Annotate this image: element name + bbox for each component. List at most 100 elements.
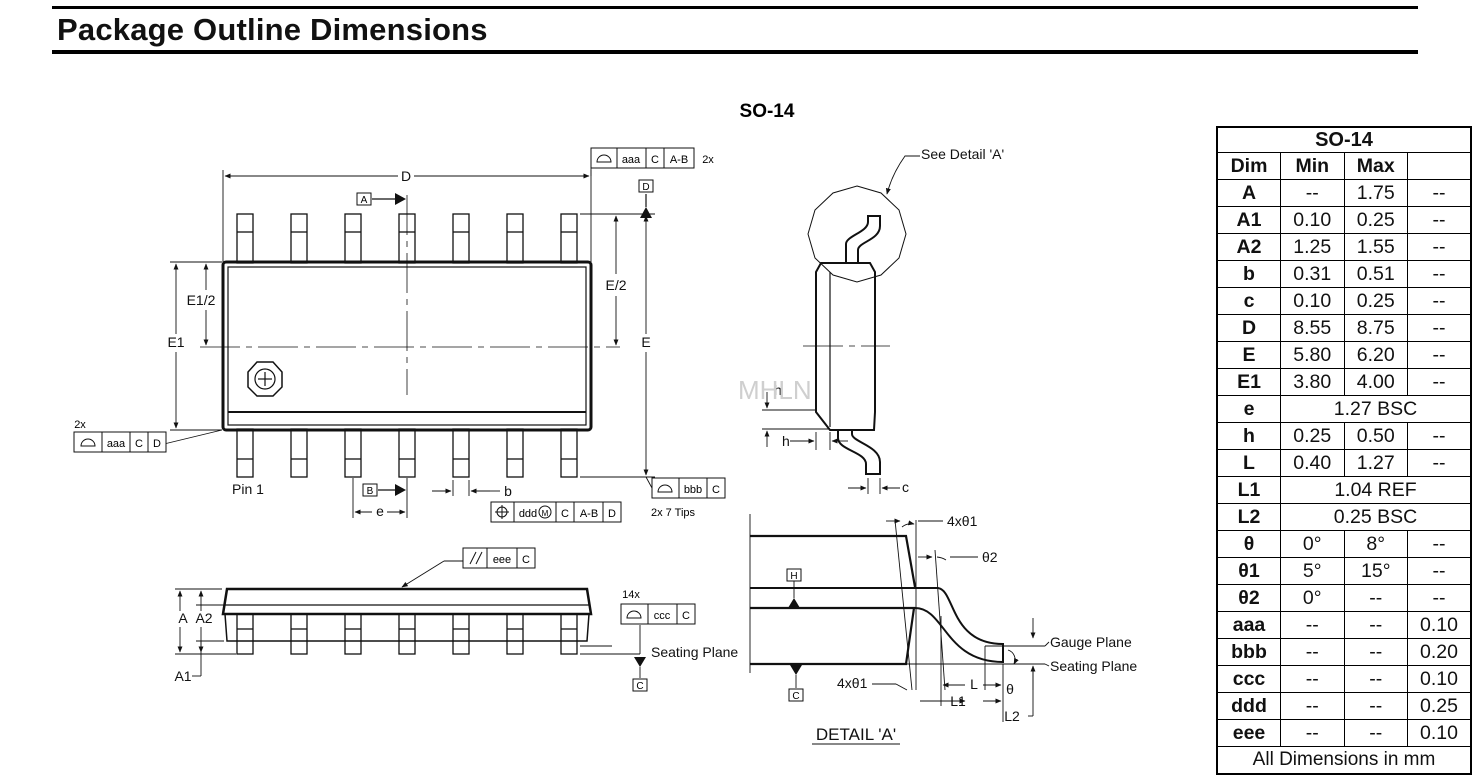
min-cell: 1.25 [1280, 233, 1345, 261]
svg-text:C: C [522, 554, 530, 566]
min-cell: 3.80 [1280, 368, 1345, 396]
svg-text:Gauge Plane: Gauge Plane [1050, 634, 1132, 650]
min-cell: 5.80 [1280, 341, 1345, 369]
svg-text:A-B: A-B [670, 154, 688, 166]
dim-cell: b [1216, 260, 1281, 288]
svg-text:Seating Plane: Seating Plane [1050, 658, 1137, 674]
extra-cell: 0.20 [1407, 638, 1472, 666]
svg-text:C: C [135, 438, 143, 450]
max-cell: -- [1343, 638, 1408, 666]
min-cell: -- [1280, 638, 1345, 666]
svg-text:L: L [970, 676, 978, 692]
dim-cell: θ [1216, 530, 1281, 558]
fcf-top-right [590, 147, 695, 169]
svg-text:E: E [641, 334, 650, 350]
svg-text:θ2: θ2 [982, 549, 998, 565]
span-value-cell: 1.27 BSC [1280, 395, 1472, 423]
dim-cell: L [1216, 449, 1281, 477]
max-cell: -- [1343, 584, 1408, 612]
svg-text:E/2: E/2 [605, 277, 626, 293]
extra-cell: -- [1407, 287, 1472, 315]
package-name: SO-14 [740, 101, 795, 122]
dim-cell: A [1216, 179, 1281, 207]
svg-text:D: D [642, 182, 649, 193]
min-cell: -- [1280, 719, 1345, 747]
top-view [163, 167, 655, 518]
max-cell: 0.25 [1343, 287, 1408, 315]
extra-cell: -- [1407, 260, 1472, 288]
svg-text:C: C [712, 484, 720, 496]
extra-cell: 0.10 [1407, 665, 1472, 693]
max-cell: 1.55 [1343, 233, 1408, 261]
extra-cell: -- [1407, 314, 1472, 342]
extra-cell: 0.25 [1407, 692, 1472, 720]
table-row: bbb----0.20 [1216, 638, 1472, 666]
min-cell: 0.25 [1280, 422, 1345, 450]
dim-cell: L2 [1216, 503, 1281, 531]
extra-cell: -- [1407, 206, 1472, 234]
svg-text:2x: 2x [74, 419, 86, 431]
max-cell: 8° [1343, 530, 1408, 558]
span-value-cell: 1.04 REF [1280, 476, 1472, 504]
max-cell: 6.20 [1343, 341, 1408, 369]
svg-text:C: C [792, 691, 799, 702]
svg-text:D: D [153, 438, 161, 450]
min-cell: 8.55 [1280, 314, 1345, 342]
max-cell: 0.25 [1343, 206, 1408, 234]
fcf-parallel [462, 547, 536, 569]
table-row: eee----0.10 [1216, 719, 1472, 747]
header-extra [1407, 152, 1472, 180]
max-cell: 1.75 [1343, 179, 1408, 207]
dim-cell: ddd [1216, 692, 1281, 720]
table-row: ddd----0.25 [1216, 692, 1472, 720]
svg-text:D: D [608, 508, 616, 520]
max-cell: 4.00 [1343, 368, 1408, 396]
page-title: Package Outline Dimensions [57, 12, 488, 47]
table-row: aaa----0.10 [1216, 611, 1472, 639]
svg-text:2x: 2x [702, 154, 714, 166]
header-rule-top [52, 6, 1418, 9]
max-cell: 8.75 [1343, 314, 1408, 342]
svg-text:e: e [376, 503, 384, 519]
svg-text:14x: 14x [622, 589, 640, 601]
min-cell: 0.10 [1280, 287, 1345, 315]
svg-text:A: A [178, 610, 188, 626]
svg-text:L2: L2 [1004, 708, 1020, 724]
min-cell: 0.40 [1280, 449, 1345, 477]
max-cell: -- [1343, 665, 1408, 693]
svg-text:A: A [361, 195, 368, 206]
svg-text:b: b [504, 483, 512, 499]
header-max: Max [1343, 152, 1408, 180]
svg-text:C: C [682, 610, 690, 622]
end-view [762, 155, 920, 494]
extra-cell: -- [1407, 341, 1472, 369]
svg-text:h: h [774, 382, 782, 398]
max-cell: 0.50 [1343, 422, 1408, 450]
dim-cell: c [1216, 287, 1281, 315]
watermark: MHLN [738, 375, 812, 405]
svg-text:C: C [651, 154, 659, 166]
dim-cell: A1 [1216, 206, 1281, 234]
svg-text:bbb: bbb [684, 484, 702, 496]
extra-cell: -- [1407, 557, 1472, 585]
svg-text:4xθ1: 4xθ1 [837, 675, 868, 691]
fcf-left [73, 431, 167, 453]
max-cell: 15° [1343, 557, 1408, 585]
extra-cell: -- [1407, 449, 1472, 477]
dim-cell: D [1216, 314, 1281, 342]
dim-cell: A2 [1216, 233, 1281, 261]
dim-cell: ccc [1216, 665, 1281, 693]
